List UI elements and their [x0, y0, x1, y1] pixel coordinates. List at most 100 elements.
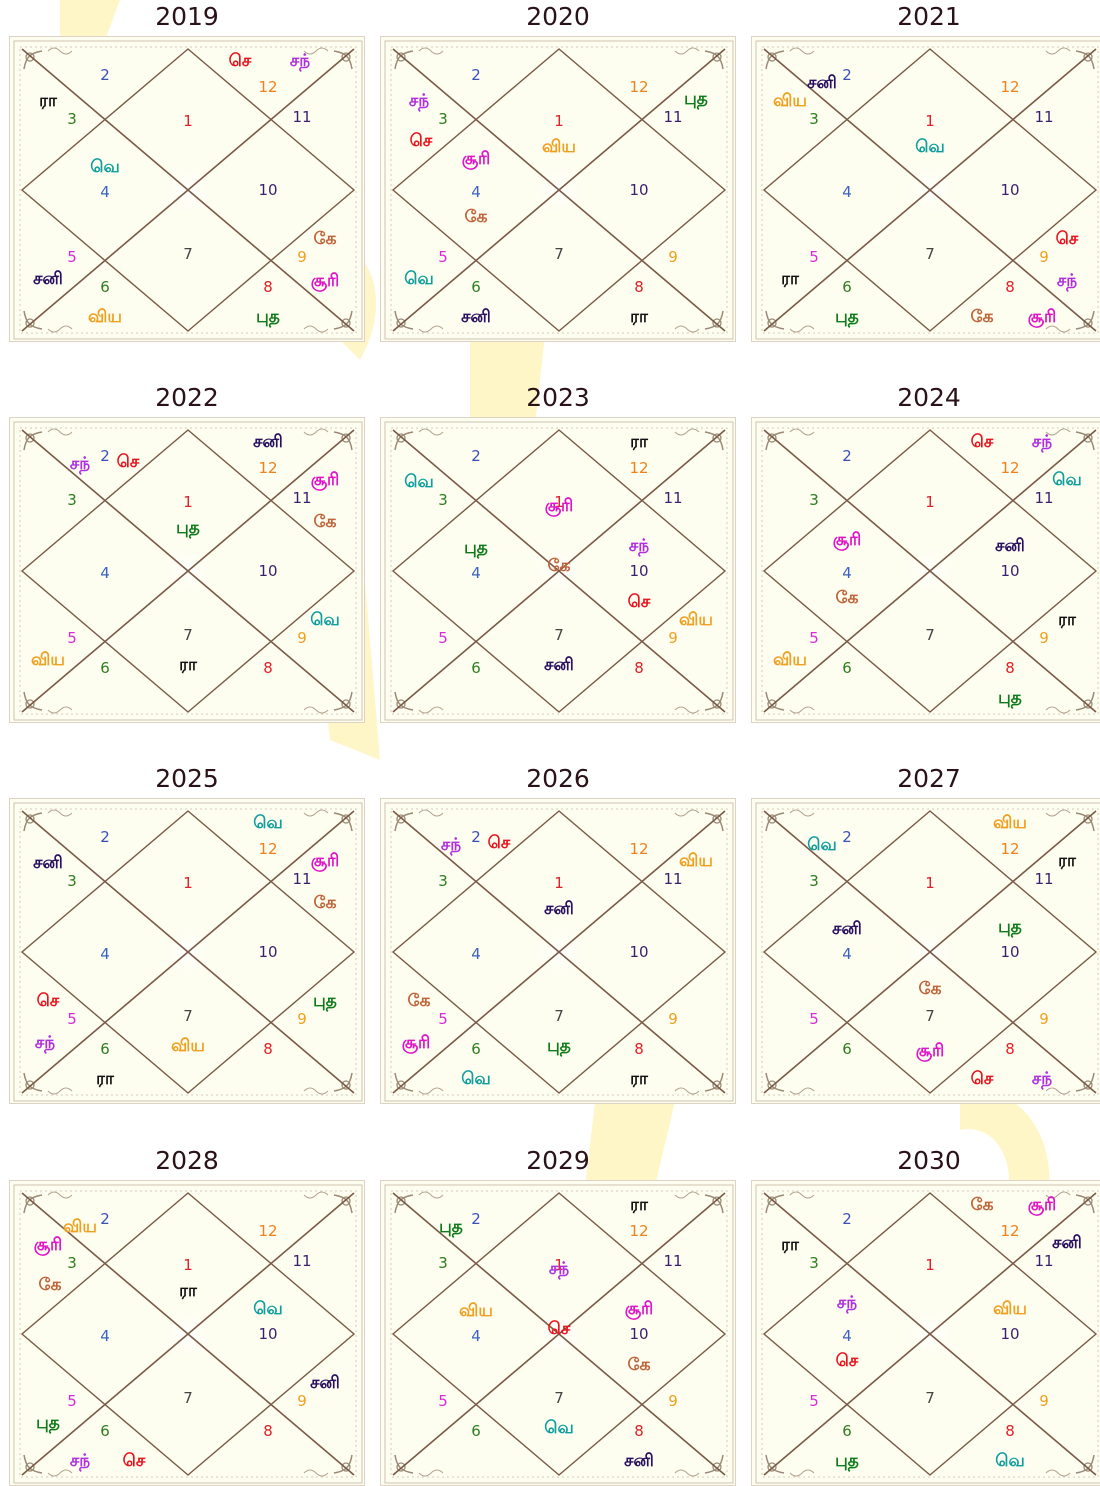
house-number-1: 1: [183, 113, 193, 129]
house-number-9: 9: [297, 1393, 307, 1409]
house-number-9: 9: [668, 1393, 678, 1409]
planet-11-0: விய: [679, 851, 713, 871]
chart-grid-lines: [381, 799, 736, 1104]
house-number-3: 3: [67, 1255, 77, 1271]
planet-10-0: சனி: [995, 536, 1025, 556]
planet-6-0: விய: [88, 307, 122, 327]
year-title: 2021: [751, 0, 1100, 34]
planet-12-0: கே: [971, 1195, 994, 1215]
house-number-2: 2: [842, 829, 852, 845]
house-number-2: 2: [100, 1211, 110, 1227]
planet-3-1: செ: [410, 131, 433, 151]
planet-6-0: புத: [835, 307, 859, 327]
planet-7-0: சனி: [544, 655, 574, 675]
chart-grid-lines: [381, 37, 736, 342]
house-number-5: 5: [438, 630, 448, 646]
house-number-9: 9: [668, 630, 678, 646]
house-number-3: 3: [809, 492, 819, 508]
house-number-1: 1: [925, 494, 935, 510]
house-number-6: 6: [842, 1041, 852, 1057]
planet-5-0: விய: [773, 650, 807, 670]
planet-3-0: ரா: [781, 1235, 799, 1255]
year-chart-2024: 2024123456789101112சூரிகேவியபுதராசனிவெசெ…: [751, 381, 1100, 723]
house-number-12: 12: [258, 79, 277, 95]
house-number-8: 8: [634, 660, 644, 676]
planet-8-0: கே: [971, 307, 994, 327]
house-number-8: 8: [263, 279, 273, 295]
house-number-10: 10: [629, 1326, 648, 1342]
house-number-8: 8: [634, 279, 644, 295]
house-number-3: 3: [809, 1255, 819, 1271]
house-number-10: 10: [1000, 563, 1019, 579]
planet-2-0: வெ: [807, 835, 837, 855]
planet-12-0: ரா: [630, 1195, 648, 1215]
chart-grid-lines: [752, 1181, 1100, 1486]
house-number-9: 9: [668, 1011, 678, 1027]
planet-11-0: சனி: [1052, 1233, 1082, 1253]
house-number-4: 4: [100, 565, 110, 581]
planet-6-0: புத: [835, 1451, 859, 1471]
year-title: 2020: [380, 0, 736, 34]
year-title: 2029: [380, 1144, 736, 1178]
house-number-8: 8: [1005, 279, 1015, 295]
house-number-8: 8: [263, 1423, 273, 1439]
house-number-9: 9: [668, 249, 678, 265]
house-number-2: 2: [100, 829, 110, 845]
house-number-7: 7: [554, 246, 564, 262]
planet-2-1: செ: [117, 452, 140, 472]
house-number-11: 11: [1034, 871, 1053, 887]
planet-1-1: கே: [548, 556, 571, 576]
house-number-7: 7: [925, 627, 935, 643]
house-number-1: 1: [925, 1257, 935, 1273]
planet-3-1: கே: [39, 1275, 62, 1295]
house-number-5: 5: [809, 1011, 819, 1027]
house-number-3: 3: [67, 492, 77, 508]
house-number-1: 1: [183, 875, 193, 891]
house-number-4: 4: [100, 946, 110, 962]
house-number-8: 8: [263, 660, 273, 676]
house-number-6: 6: [471, 279, 481, 295]
planet-9-0: கே: [314, 229, 337, 249]
planet-4-1: கே: [465, 207, 488, 227]
house-number-11: 11: [663, 109, 682, 125]
house-number-1: 1: [925, 113, 935, 129]
house-number-3: 3: [67, 111, 77, 127]
planet-10-0: சந்: [629, 536, 649, 556]
planet-12-1: சந்: [290, 51, 310, 71]
planet-7-0: புத: [547, 1036, 571, 1056]
house-number-9: 9: [1039, 1393, 1049, 1409]
year-title: 2030: [751, 1144, 1100, 1178]
house-number-2: 2: [100, 67, 110, 83]
house-number-10: 10: [1000, 944, 1019, 960]
house-number-2: 2: [842, 448, 852, 464]
house-number-12: 12: [629, 841, 648, 857]
chart-grid-lines: [10, 418, 365, 723]
planet-1-0: ரா: [179, 1281, 197, 1301]
planet-8-0: புத: [256, 307, 280, 327]
house-number-1: 1: [554, 875, 564, 891]
planet-9-1: சூரி: [311, 271, 340, 291]
year-title: 2028: [9, 1144, 365, 1178]
planet-5-0: வெ: [404, 269, 434, 289]
year-title: 2027: [751, 762, 1100, 796]
house-number-8: 8: [1005, 1423, 1015, 1439]
house-number-2: 2: [842, 67, 852, 83]
planet-8-0: வெ: [995, 1451, 1025, 1471]
planet-5-0: ரா: [781, 269, 799, 289]
house-number-5: 5: [809, 1393, 819, 1409]
planet-6-0: வெ: [461, 1069, 491, 1089]
planet-11-1: கே: [314, 893, 337, 913]
planet-10-0: புத: [998, 917, 1022, 937]
planet-12-0: விய: [993, 813, 1027, 833]
planet-9-0: புத: [313, 991, 337, 1011]
house-number-4: 4: [471, 1328, 481, 1344]
planet-8-1: சூரி: [1028, 307, 1057, 327]
planet-5-0: செ: [37, 991, 60, 1011]
planet-11-0: சூரி: [311, 851, 340, 871]
house-number-12: 12: [1000, 841, 1019, 857]
planet-1-1: செ: [548, 1319, 571, 1339]
